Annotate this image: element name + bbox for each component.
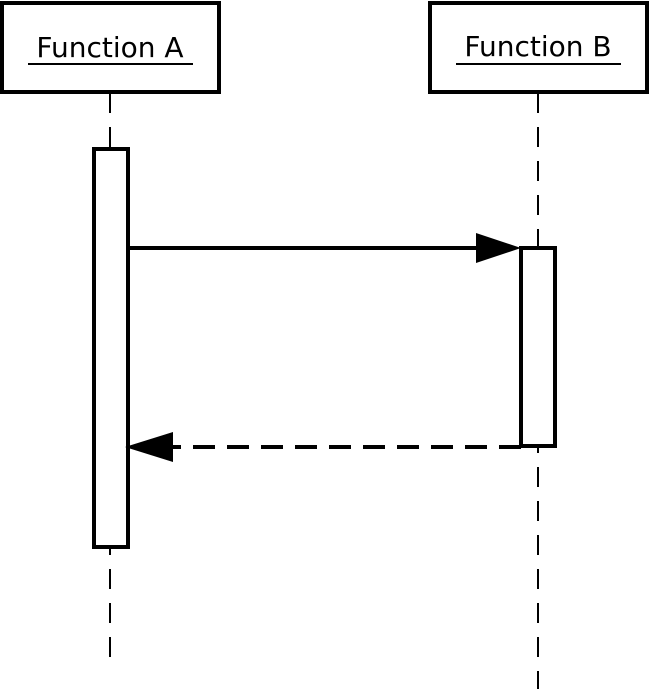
participant-function-a: Function A xyxy=(0,1,221,94)
return-arrowhead-icon xyxy=(125,432,173,462)
participant-box-function-b xyxy=(428,1,649,94)
participant-label-function-a: Function A xyxy=(36,31,183,64)
participant-label-function-b: Function B xyxy=(464,30,611,63)
participant-box-function-a xyxy=(0,1,221,94)
activation-bar-function-b xyxy=(519,246,557,448)
call-arrowhead-icon xyxy=(476,233,521,263)
participant-function-b: Function B xyxy=(428,1,649,94)
activation-bar-function-a xyxy=(92,147,130,549)
